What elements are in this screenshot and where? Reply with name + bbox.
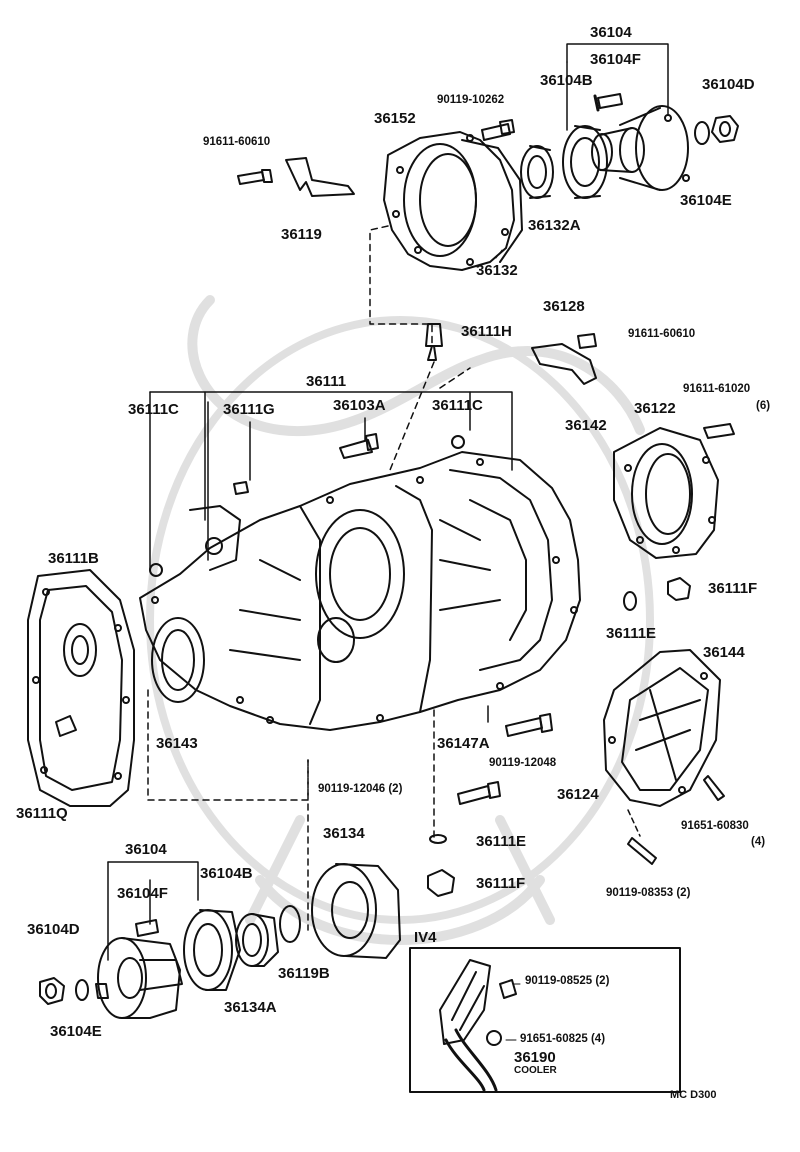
bolt-91611-61020 [703, 423, 735, 439]
oil-seal-36134 [311, 863, 401, 959]
bolt-90119-08353 [627, 837, 657, 865]
label-36111B: 36111B [48, 550, 99, 567]
label-36132: 36132 [476, 262, 518, 279]
label-36134: 36134 [323, 825, 365, 842]
label-36190: 36190 [514, 1049, 556, 1066]
label-36111E-low: 36111E [476, 833, 527, 850]
label-91611-61020-qty: (6) [756, 400, 771, 412]
label-36152: 36152 [374, 110, 416, 127]
plug-36111C-right [451, 435, 465, 449]
label-90119-08525: 90119-08525 (2) [525, 975, 610, 987]
label-36104E-top: 36104E [680, 192, 732, 209]
bracket-36119 [237, 157, 355, 197]
label-36104D-low: 36104D [27, 921, 80, 938]
label-91651-60825: 91651-60825 (4) [520, 1033, 606, 1045]
plug-36111C-left [149, 563, 163, 577]
label-91651-60830: 91651-60830 [681, 820, 749, 832]
label-36104F-top: 36104F [590, 51, 641, 68]
plug-36111F-low [427, 869, 455, 897]
label-36142: 36142 [565, 417, 607, 434]
label-36104B-top: 36104B [540, 72, 593, 89]
label-36111F-right: 36111F [708, 580, 758, 597]
label-iv4: IV4 [414, 929, 437, 946]
label-36104D-top: 36104D [702, 76, 755, 93]
label-91611-60610-top: 91611-60610 [203, 136, 271, 148]
label-36147A: 36147A [437, 735, 490, 752]
label-90119-12048: 90119-12048 [489, 757, 557, 769]
label-36111C-right: 36111C [432, 397, 483, 414]
cover-36144 [603, 649, 721, 807]
bolt-90119-12046 [457, 785, 491, 805]
label-36111F-low: 36111F [476, 875, 526, 892]
breather-36111H [425, 323, 443, 361]
label-36111E-right: 36111E [606, 625, 657, 642]
label-36143: 36143 [156, 735, 198, 752]
label-36104B-low: 36104B [200, 865, 253, 882]
bolt-90119-12048 [505, 717, 543, 737]
diagram-code: MC D300 [670, 1089, 717, 1101]
label-36111Q: 36111Q [16, 805, 68, 822]
36111-leader-bracket [149, 391, 513, 571]
label-36144: 36144 [703, 644, 745, 661]
label-36119: 36119 [281, 226, 322, 243]
label-36132A: 36132A [528, 217, 581, 234]
transfer-case-36111 [139, 451, 581, 731]
label-36111C-left: 36111C [128, 401, 179, 418]
plug-36111F-right [667, 577, 691, 601]
label-36111: 36111 [306, 373, 347, 390]
label-36122: 36122 [634, 400, 676, 417]
label-36111H: 36111H [461, 323, 512, 340]
bolt-36103A [339, 439, 373, 459]
label-91651-60830-qty: (4) [751, 836, 766, 848]
label-36104E-low: 36104E [50, 1023, 102, 1040]
label-cooler: COOLER [514, 1065, 557, 1076]
label-91611-61020: 91611-61020 [683, 383, 751, 395]
label-36104-low: 36104 [125, 841, 167, 858]
pin-36111G [233, 481, 249, 495]
iv4-inset [409, 947, 681, 1093]
label-90119-08353: 90119-08353 (2) [606, 887, 691, 899]
cover-36142 [613, 427, 719, 559]
label-36124: 36124 [557, 786, 599, 803]
label-90119-10262: 90119-10262 [437, 94, 505, 106]
dashed-leader-top [369, 225, 433, 347]
label-90119-12046: 90119-12046 (2) [318, 783, 403, 795]
label-36103A: 36103A [333, 397, 386, 414]
gasket-36143 [27, 569, 135, 807]
label-36128: 36128 [543, 298, 585, 315]
watermark-logo [146, 295, 654, 945]
label-36111G: 36111G [223, 401, 275, 418]
bracket-36128 [531, 333, 597, 385]
washer-36111E-low [429, 834, 447, 844]
label-36104-top: 36104 [590, 24, 632, 41]
lower-output-flange-assembly [39, 861, 301, 1019]
label-36134A: 36134A [224, 999, 277, 1016]
bolt-91651-60830 [703, 775, 725, 801]
top-output-flange-assembly [383, 43, 739, 271]
label-36119B: 36119B [278, 965, 330, 982]
washer-36111E-right [623, 591, 637, 611]
label-36104F-low: 36104F [117, 885, 168, 902]
label-91611-60610-right: 91611-60610 [628, 328, 696, 340]
